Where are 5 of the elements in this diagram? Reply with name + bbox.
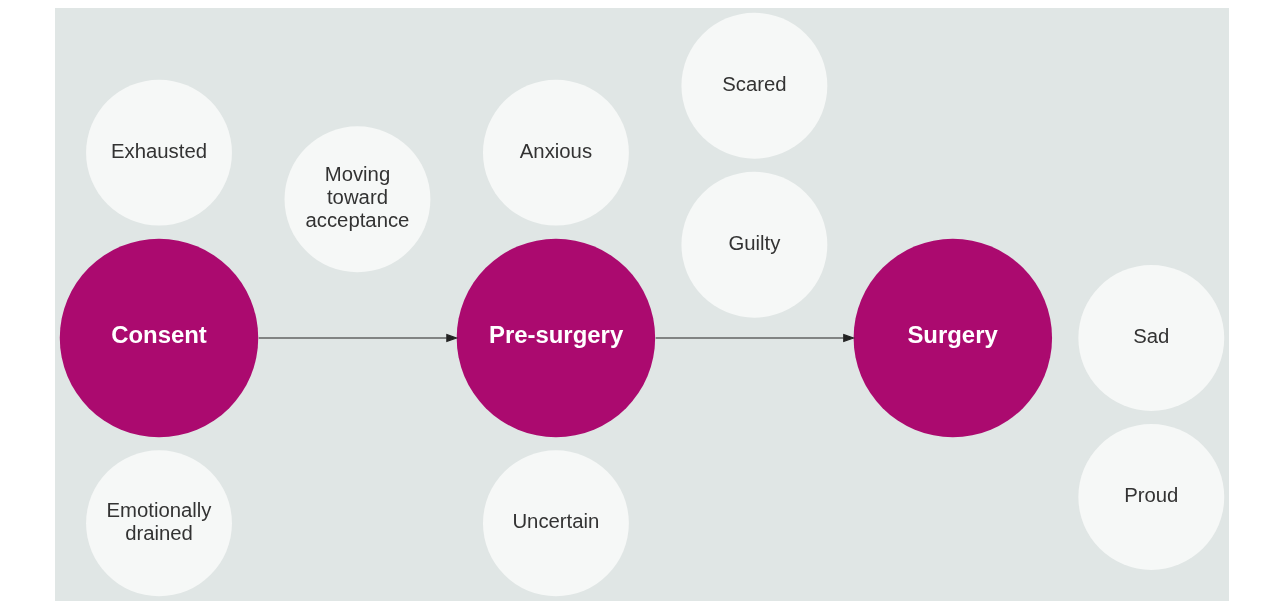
- node-circle: Consent: [59, 238, 259, 438]
- node-circle: Surgery: [853, 238, 1053, 438]
- arrow: [258, 333, 459, 343]
- arrow: [655, 333, 856, 343]
- node-circle: Pre-surgery: [456, 238, 656, 438]
